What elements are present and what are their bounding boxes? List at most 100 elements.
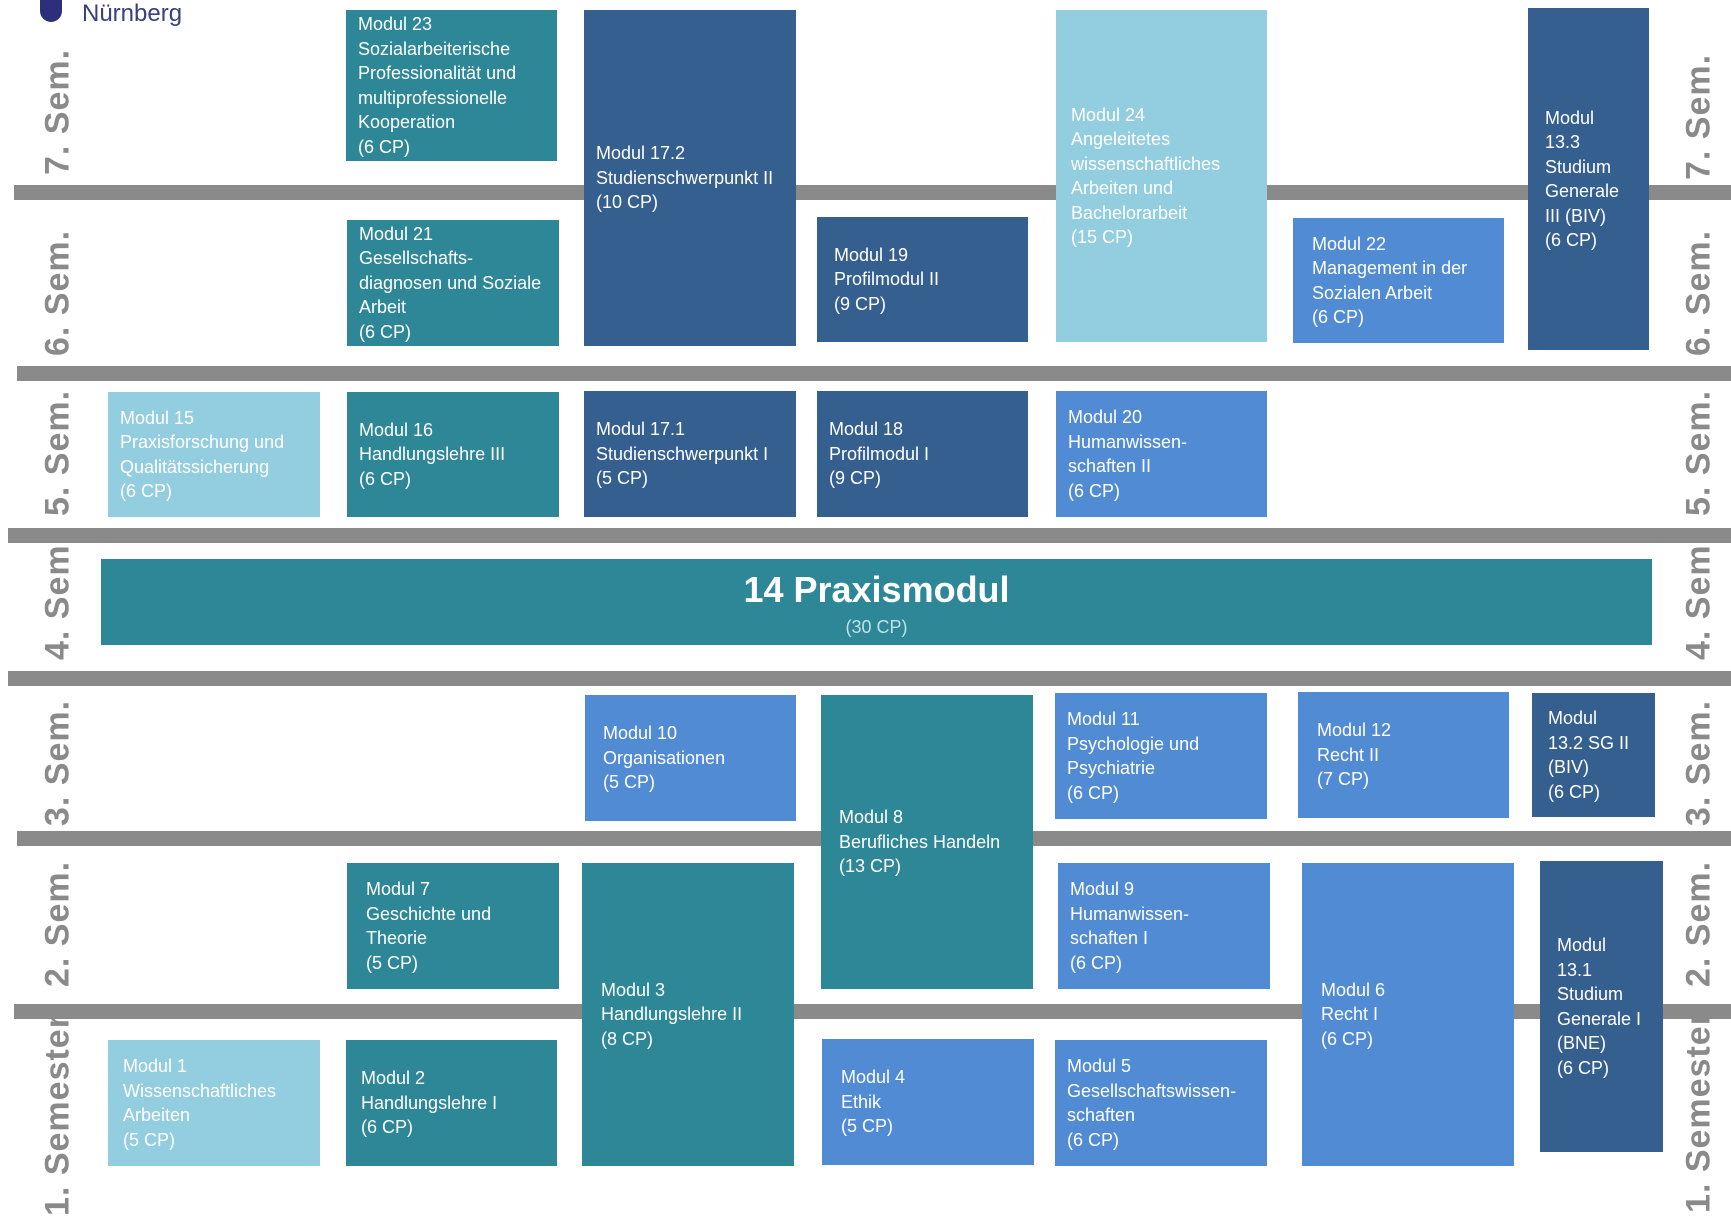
module-text-line: (6 CP) — [359, 321, 412, 342]
module-text-line: Gesellschafts- — [359, 248, 474, 269]
module-text-line: wissenschaftliches — [1071, 153, 1221, 174]
logo-mark — [40, 0, 62, 22]
module-text-line: Modul 20 — [1068, 407, 1143, 427]
divider-4-3 — [8, 671, 1731, 686]
module-text-line: Modul 6 — [1321, 979, 1386, 1000]
module-12[interactable]: Modul 12 Recht II (7 CP) — [1298, 692, 1509, 818]
module-text-line: (5 CP) — [841, 1116, 894, 1137]
module-text-line: (BNE) — [1557, 1033, 1606, 1053]
module-text-line: Modul 2 — [361, 1068, 426, 1089]
module-text-line: Humanwissen- — [1070, 903, 1190, 924]
module-text-line: Modul — [1557, 935, 1607, 955]
module-text-line: Generale I — [1557, 1008, 1642, 1029]
module-text-line: Organisationen — [603, 747, 726, 768]
module-text-line: (7 CP) — [1317, 769, 1370, 790]
module-text-line: Modul 12 — [1317, 720, 1392, 741]
module-text-line: (6 CP) — [1321, 1028, 1374, 1049]
module-text-line: Studienschwerpunkt II — [596, 167, 774, 188]
module-text-line: Geschichte und — [366, 903, 492, 924]
module-text-line: Modul 11 — [1067, 709, 1140, 729]
module-text-line: (6 CP) — [120, 481, 173, 501]
module-text-line: Modul 17.1 — [596, 419, 686, 440]
module-text-line: 13.3 — [1545, 132, 1581, 152]
module-text-line: (9 CP) — [829, 468, 882, 489]
module-text-line: Modul 3 — [601, 979, 666, 1000]
module-text-line: (6 CP) — [1548, 781, 1601, 802]
praxis-title: 14 Praxismodul — [743, 569, 1010, 610]
module-text-line: Modul 4 — [841, 1067, 906, 1088]
module-text-line: Modul — [1545, 107, 1595, 128]
module-text-line: (8 CP) — [601, 1028, 654, 1049]
module-text-line: (6 CP) — [1067, 1129, 1120, 1150]
module-text-line: Arbeiten und — [1071, 178, 1174, 198]
module-text-line: Profilmodul II — [834, 269, 940, 290]
module-text-line: Modul 24 — [1071, 104, 1146, 125]
module-text-line: Modul 9 — [1070, 879, 1135, 899]
module-text-line: III (BIV) — [1545, 205, 1607, 226]
module-text-line: Handlungslehre III — [359, 444, 506, 465]
module-text-line: schaften I — [1070, 928, 1149, 948]
module-text-line: (15 CP) — [1071, 227, 1134, 247]
module-text-line: Modul 22 — [1312, 233, 1387, 254]
module-text-line: (6 CP) — [358, 136, 411, 157]
module-text-line: Recht I — [1321, 1004, 1379, 1025]
module-text-line: (5 CP) — [123, 1129, 176, 1150]
module-14-praxis[interactable]: 14 Praxismodul (30 CP) — [101, 559, 1652, 645]
module-text-line: (5 CP) — [596, 468, 649, 489]
module-text-line: Berufliches Handeln — [839, 831, 1001, 852]
module-text-line: Psychologie und — [1067, 733, 1200, 754]
module-text-line: 13.2 SG II — [1548, 732, 1630, 753]
module-13-2[interactable]: Modul 13.2 SG II (BIV) (6 CP) — [1532, 693, 1655, 817]
module-text-line: Modul 16 — [359, 419, 434, 440]
module-text-line: (6 CP) — [1545, 230, 1598, 250]
module-text-line: Studienschwerpunkt I — [596, 443, 769, 464]
module-text-line: (13 CP) — [839, 856, 902, 877]
module-text-line: schaften — [1067, 1105, 1136, 1125]
module-text-line: Profilmodul I — [829, 443, 930, 464]
module-text-line: (BIV) — [1548, 757, 1590, 777]
module-text-line: Modul 8 — [839, 807, 904, 828]
module-8[interactable]: Modul 8 Berufliches Handeln (13 CP) — [821, 695, 1033, 989]
module-text-line: (6 CP) — [361, 1117, 414, 1138]
module-text-line: (6 CP) — [1557, 1057, 1610, 1078]
module-text-line: multiprofessionelle — [358, 87, 508, 108]
divider-7-6 — [14, 185, 1731, 200]
module-text-line: Studium — [1545, 156, 1612, 177]
module-text-line: Modul 19 — [834, 244, 909, 265]
module-text-line: Bachelorarbeit — [1071, 202, 1188, 223]
module-text-line: Modul 21 — [359, 223, 434, 244]
module-text-line: Theorie — [366, 928, 428, 948]
module-text-line: Generale — [1545, 181, 1620, 201]
module-text-line: Humanwissen- — [1068, 431, 1188, 452]
module-text-line: Arbeit — [359, 297, 407, 318]
module-text-line: Modul — [1548, 708, 1598, 728]
module-text-line: Modul 7 — [366, 879, 431, 899]
module-text-line: Modul 23 — [358, 14, 433, 34]
module-text-line: Recht II — [1317, 744, 1380, 765]
logo-text: Nürnberg — [82, 0, 183, 27]
module-6[interactable]: Modul 6 Recht I (6 CP) — [1302, 863, 1514, 1166]
module-text-line: (5 CP) — [366, 952, 419, 973]
